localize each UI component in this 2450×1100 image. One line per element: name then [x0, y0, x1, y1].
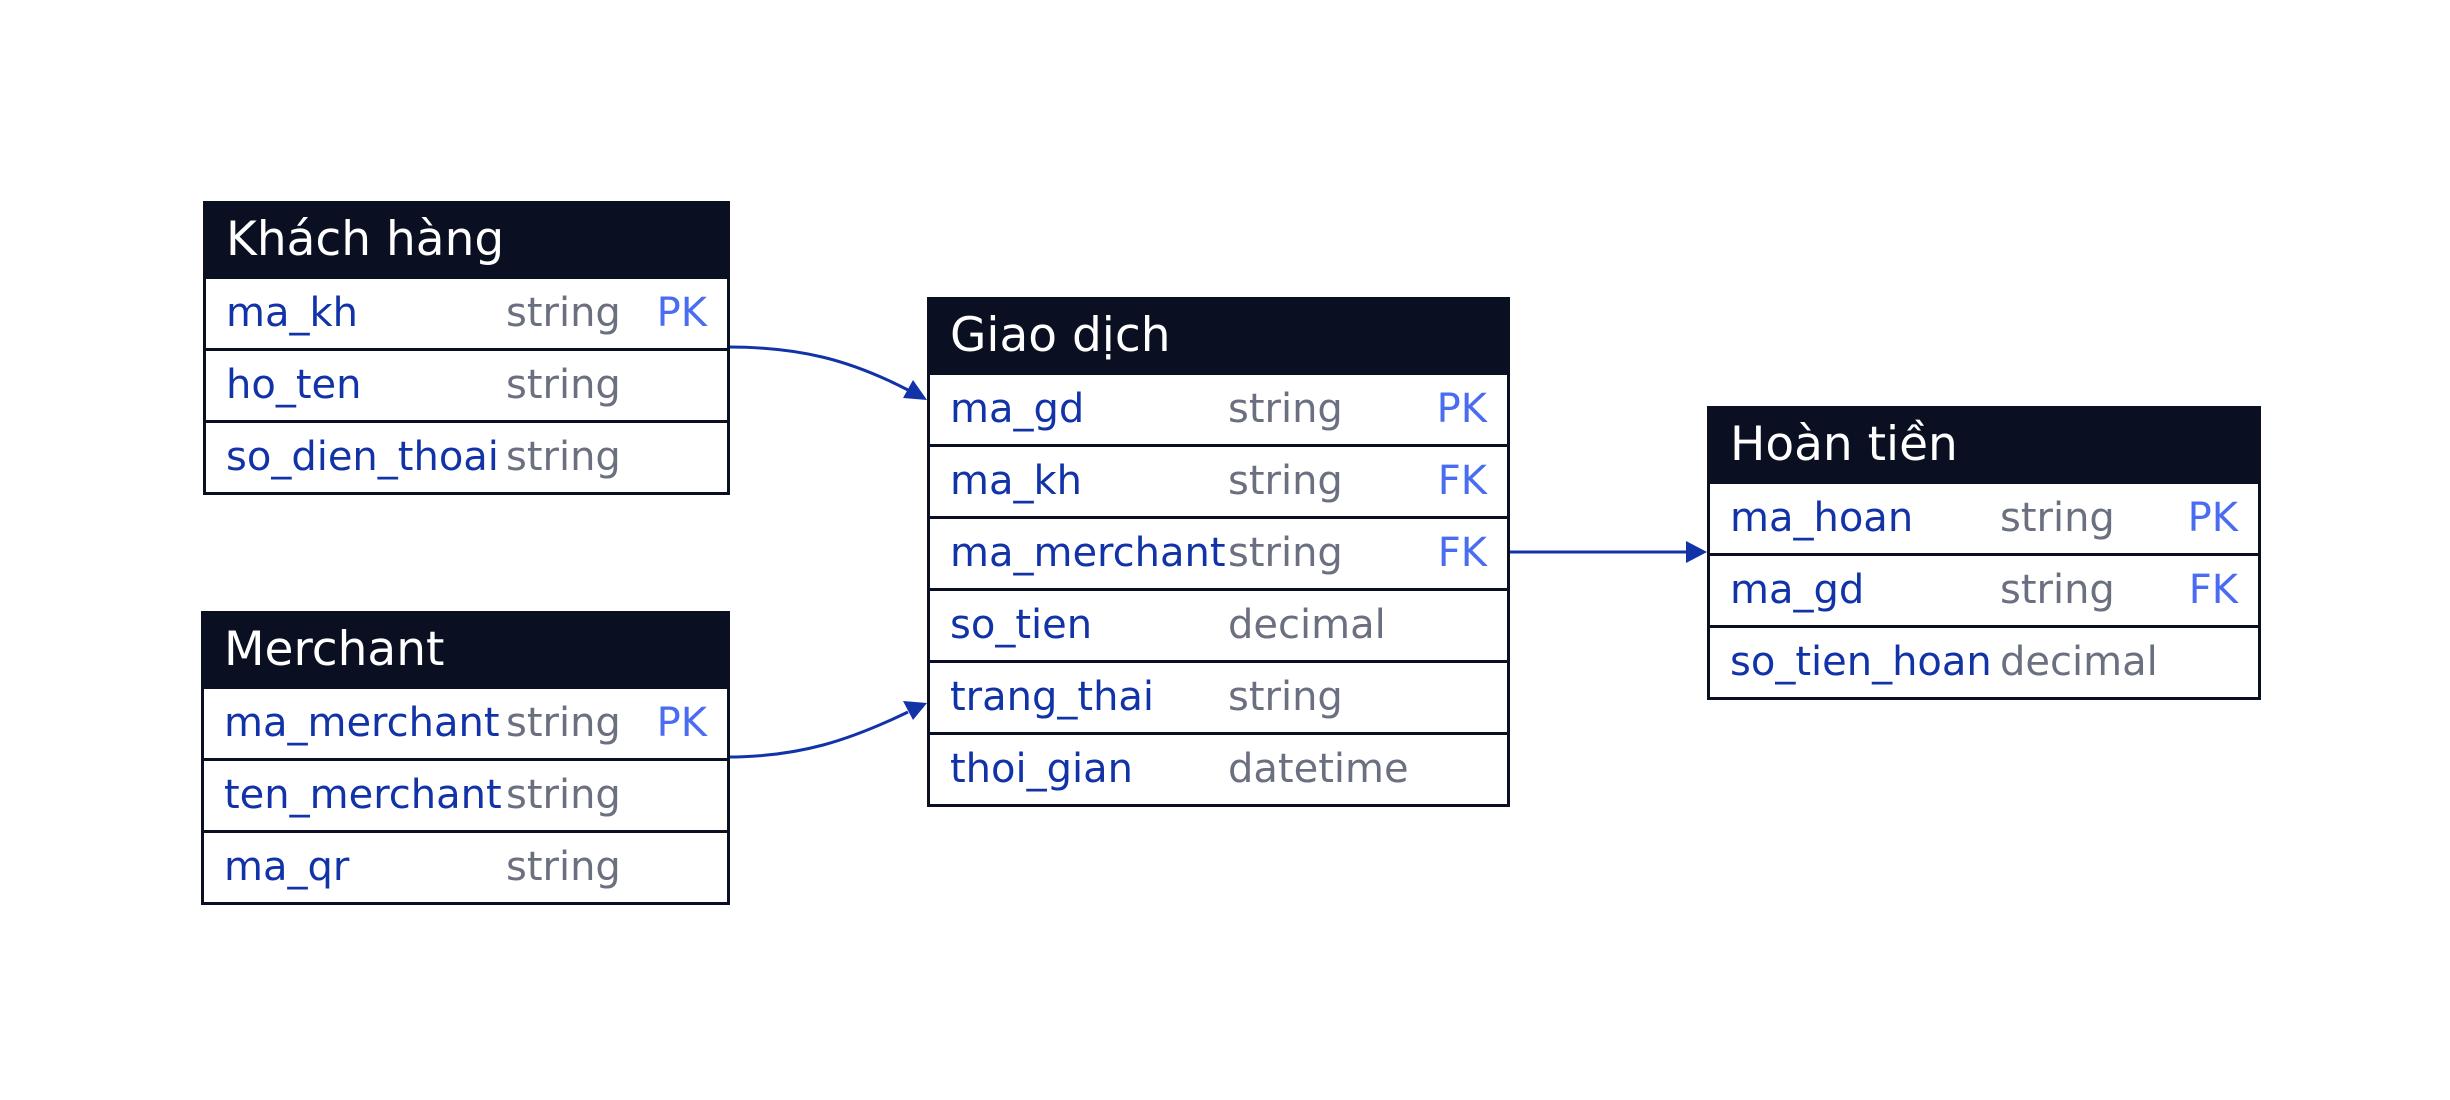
field-row: ma_merchant string FK: [930, 516, 1507, 588]
field-name: thoi_gian: [950, 746, 1133, 792]
field-row: ma_qr string: [204, 830, 727, 902]
entity-title: Khách hàng: [206, 204, 727, 276]
field-type: string: [506, 772, 621, 818]
field-name: so_tien_hoan: [1730, 639, 1992, 685]
field-type: string: [1228, 530, 1343, 576]
field-type: decimal: [1228, 602, 1386, 648]
field-row: ma_gd string FK: [1710, 553, 2258, 625]
primary-key-badge: PK: [656, 290, 707, 336]
entity-giao-dich[interactable]: Giao dịch ma_gd string PK ma_kh string F…: [927, 297, 1510, 807]
field-type: string: [506, 844, 621, 890]
field-type: string: [506, 290, 621, 336]
entity-merchant[interactable]: Merchant ma_merchant string PK ten_merch…: [201, 611, 730, 905]
field-row: ma_hoan string PK: [1710, 481, 2258, 553]
entity-title: Giao dịch: [930, 300, 1507, 372]
entity-khach-hang[interactable]: Khách hàng ma_kh string PK ho_ten string…: [203, 201, 730, 495]
field-row: ma_gd string PK: [930, 372, 1507, 444]
field-type: datetime: [1228, 746, 1409, 792]
field-type: string: [2000, 567, 2115, 613]
field-type: string: [506, 434, 621, 480]
field-name: ma_qr: [224, 844, 350, 890]
arrowhead-merchant-to-giao-dich: [903, 701, 927, 720]
arrowhead-khach-hang-to-giao-dich: [903, 380, 927, 400]
field-row: trang_thai string: [930, 660, 1507, 732]
entity-title: Hoàn tiền: [1710, 409, 2258, 481]
field-row: ma_kh string FK: [930, 444, 1507, 516]
field-type: string: [1228, 386, 1343, 432]
field-name: ma_gd: [1730, 567, 1865, 613]
field-row: ho_ten string: [206, 348, 727, 420]
field-name: ma_kh: [950, 458, 1082, 504]
field-name: so_tien: [950, 602, 1093, 648]
field-name: ma_kh: [226, 290, 358, 336]
field-type: string: [506, 700, 621, 746]
field-row: so_dien_thoai string: [206, 420, 727, 492]
field-type: string: [1228, 458, 1343, 504]
field-name: ma_gd: [950, 386, 1085, 432]
primary-key-badge: PK: [2187, 495, 2238, 541]
foreign-key-badge: FK: [1437, 458, 1487, 504]
field-row: so_tien_hoan decimal: [1710, 625, 2258, 697]
field-name: ten_merchant: [224, 772, 502, 818]
field-name: ho_ten: [226, 362, 362, 408]
field-type: string: [2000, 495, 2115, 541]
field-type: string: [1228, 674, 1343, 720]
connector-khach-hang-to-giao-dich: [727, 345, 909, 392]
foreign-key-badge: FK: [2188, 567, 2238, 613]
entity-hoan-tien[interactable]: Hoàn tiền ma_hoan string PK ma_gd string…: [1707, 406, 2261, 700]
field-row: ma_merchant string PK: [204, 686, 727, 758]
field-name: ma_hoan: [1730, 495, 1914, 541]
primary-key-badge: PK: [656, 700, 707, 746]
arrowhead-giao-dich-to-hoan-tien: [1686, 541, 1707, 563]
field-name: trang_thai: [950, 674, 1155, 720]
field-type: string: [506, 362, 621, 408]
entity-title: Merchant: [204, 614, 727, 686]
field-type: decimal: [2000, 639, 2158, 685]
connector-merchant-to-giao-dich: [726, 710, 909, 759]
field-row: ma_kh string PK: [206, 276, 727, 348]
field-row: so_tien decimal: [930, 588, 1507, 660]
field-name: ma_merchant: [224, 700, 500, 746]
field-name: so_dien_thoai: [226, 434, 499, 480]
field-name: ma_merchant: [950, 530, 1226, 576]
field-row: ten_merchant string: [204, 758, 727, 830]
primary-key-badge: PK: [1436, 386, 1487, 432]
foreign-key-badge: FK: [1437, 530, 1487, 576]
field-row: thoi_gian datetime: [930, 732, 1507, 804]
